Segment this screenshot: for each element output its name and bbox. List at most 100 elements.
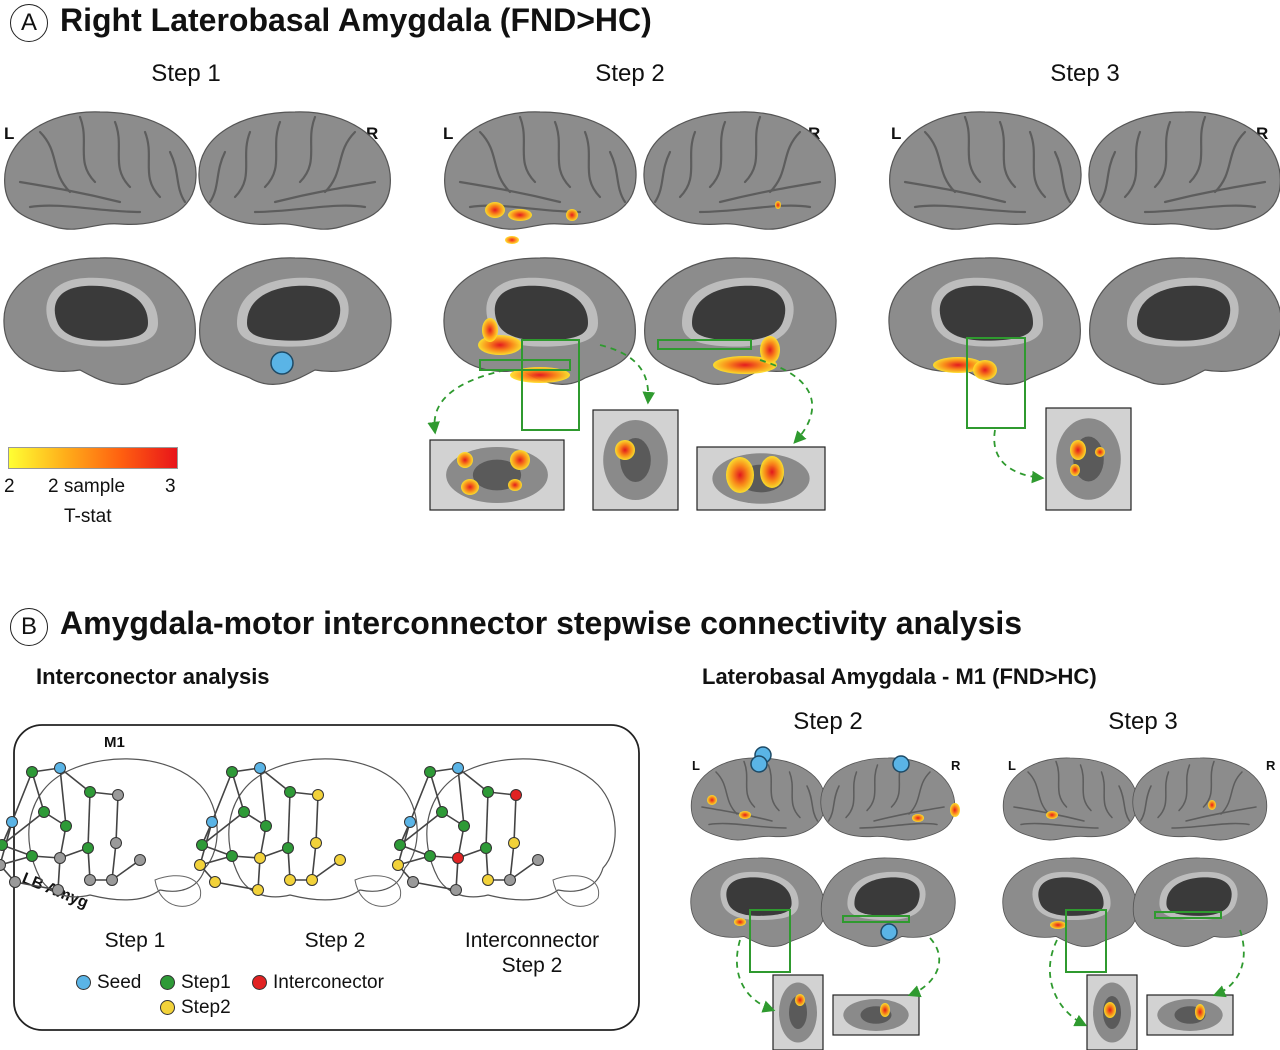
a3-act-2 [973,360,997,380]
panel-b-title: Amygdala-motor interconnector stepwise c… [60,605,1023,641]
a1-right-label: R [366,124,379,143]
a2-inset-act-5 [615,440,635,460]
legend-step1-label: Step1 [181,972,231,993]
diagram-step1-label: Step 1 [104,929,166,952]
a2-arrow-3 [759,359,814,444]
a2-act-1 [485,202,505,218]
a2-left-medial [443,257,636,385]
b1-right-medial [820,857,956,947]
b2-seed-4 [880,923,898,941]
a2-act-8 [482,318,498,342]
a1-left-lateral [4,111,197,230]
b3-arrow-1 [1048,939,1088,1027]
a2-act-3 [566,209,578,221]
b3-inset-act-2 [1195,1004,1205,1020]
a3-inset-act-1 [1070,440,1086,460]
b2-left-label: L [692,758,700,773]
b-right-step2-label: Step 2 [793,708,863,735]
b2-arrow-1 [736,939,776,1013]
legend-interconector-swatch [252,975,267,990]
a2-right-medial [644,257,837,385]
panel-a-title: Right Laterobasal Amygdala (FND>HC) [60,2,652,38]
b2-act-1 [707,795,717,805]
legend-step1-swatch [160,975,175,990]
a2-left-lateral [444,111,637,230]
a3-left-lateral [889,111,1082,230]
b2-act-3 [950,803,960,817]
a3-left-label: L [891,124,902,143]
panel-a-letter: A [10,4,48,42]
a1-right-medial [199,257,392,385]
a2-inset-act-1 [457,452,473,468]
a3-box [966,337,1026,429]
b2-act-4 [912,814,924,822]
colorbar [8,447,178,469]
a2-arrow-1 [427,369,506,435]
b1-left-lateral [690,757,826,841]
a3-arrow [993,429,1045,484]
panel-a-step2-label: Step 2 [595,60,665,87]
a2-inset-act-6 [726,457,754,493]
colorbar-min-label: 2 [4,476,15,497]
b2-seed-1 [754,746,772,764]
b2-inset-coronal [832,994,920,1036]
a3-inset-act-3 [1095,447,1105,457]
colorbar-caption: T-stat [64,506,112,527]
lb-m1-subtitle: Laterobasal Amygdala - M1 (FND>HC) [702,664,1097,689]
a1-right-lateral [198,111,391,230]
diagram-step2-label: Step 2 [304,929,366,952]
colorbar-mid-label: 2 sample [48,476,126,497]
b2-left-lateral [1002,757,1138,841]
colorbar-max-label: 3 [165,476,176,497]
a2-act-6 [478,335,522,355]
a2-act-10 [760,336,780,364]
legend-seed-label: Seed [97,972,142,993]
a1-seed-marker [270,351,294,375]
diagram-brain-step2 [194,758,418,907]
b2-right-lateral [1132,757,1268,841]
b2-arrow-2 [907,937,941,998]
legend-step2-label: Step2 [181,997,231,1018]
b2-act-5 [734,918,746,926]
b2-right-label: R [951,758,961,773]
legend-step1: Step1 [160,972,231,994]
b1-right-lateral [820,757,956,841]
b2-seed-2 [750,755,768,773]
a2-act-2 [508,209,532,221]
interconnector-subtitle: Interconector analysis [36,664,270,689]
legend-interconector: Interconector [252,972,384,994]
a2-inset-axial [429,439,565,511]
a3-right-medial [1089,257,1280,385]
a1-left-label: L [4,124,15,143]
b3-inset-coronal [1146,994,1234,1036]
a2-arrow-2 [599,344,656,405]
a2-box-1 [479,359,571,371]
panel-a-step3-label: Step 3 [1050,60,1120,87]
a3-left-medial [888,257,1081,385]
a2-inset-act-3 [461,479,479,495]
a2-right-label: R [808,124,821,143]
b3-box-1 [1065,909,1107,973]
a2-left-label: L [443,124,454,143]
b1-left-medial [690,857,826,947]
a2-box-2 [521,339,580,431]
lb-amyg-label: LB Amyg [19,870,91,912]
b3-arrow-2 [1212,929,1245,998]
legend-interconector-label: Interconector [273,972,384,993]
b3-left-label: L [1008,758,1016,773]
a2-act-7 [510,367,570,383]
a1-left-medial [3,257,196,385]
b2-inset-act-1 [795,994,805,1006]
m1-label: M1 [104,734,125,751]
a2-inset-act-4 [508,479,522,491]
b2-seed-3 [892,755,910,773]
diagram-interconnector-label: Interconnector Step 2 [464,929,600,977]
b3-inset-act-1 [1104,1002,1116,1018]
a2-inset-coronal [696,446,826,511]
a2-inset-sagittal [592,409,679,511]
a2-inset-act-2 [510,450,530,470]
b2-act-7 [1208,800,1216,810]
b3-right-label: R [1266,758,1276,773]
a3-right-lateral [1088,111,1280,230]
b3-act-1 [1050,921,1066,929]
